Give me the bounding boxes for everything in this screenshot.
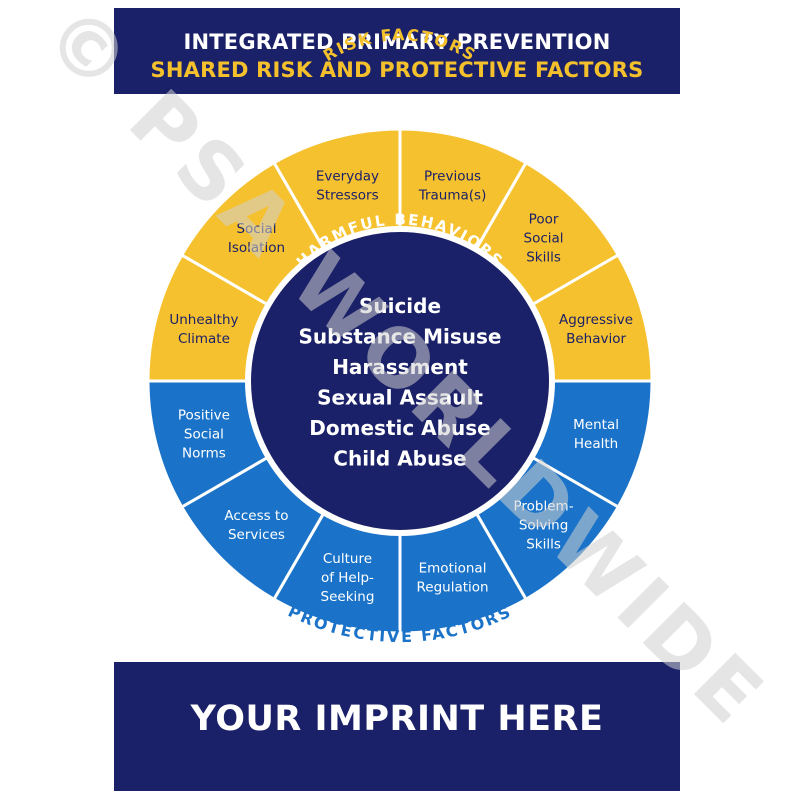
header-banner: INTEGRATED PRIMARY PREVENTION SHARED RIS… bbox=[114, 8, 680, 94]
risk-factor-label: Trauma(s) bbox=[418, 187, 487, 203]
behavior-item: Domestic Abuse bbox=[309, 416, 490, 440]
risk-factor-label: Aggressive bbox=[559, 312, 633, 328]
protective-factor-label: Seeking bbox=[321, 589, 375, 605]
protective-factor-label: Positive bbox=[178, 408, 230, 424]
protective-factor-label: Skills bbox=[526, 537, 561, 553]
protective-factor-label: Emotional bbox=[419, 561, 487, 577]
risk-factor-label: Stressors bbox=[316, 187, 378, 203]
header-subtitle: SHARED RISK AND PROTECTIVE FACTORS bbox=[150, 58, 644, 82]
protective-factor-label: Regulation bbox=[416, 580, 488, 596]
protective-factor-label: of Help- bbox=[321, 570, 374, 586]
risk-factor-label: Social bbox=[524, 230, 564, 246]
risk-factors-label: RISK FACTORS bbox=[320, 25, 478, 65]
risk-factor-label: Behavior bbox=[566, 331, 626, 347]
risk-factors-title: RISK FACTORS bbox=[320, 25, 480, 65]
risk-factor-label: Social bbox=[236, 221, 276, 237]
risk-factor-label: Previous bbox=[424, 168, 481, 184]
protective-factor-label: Social bbox=[184, 427, 224, 443]
protective-factor-label: Access to bbox=[224, 508, 288, 524]
behavior-item: Harassment bbox=[332, 355, 468, 379]
risk-factor-label: Climate bbox=[178, 331, 230, 347]
protective-factor-label: Health bbox=[574, 436, 618, 452]
protective-factor-label: Norms bbox=[182, 446, 226, 462]
protective-factor-label: Culture bbox=[323, 551, 372, 567]
risk-factor-label: Skills bbox=[526, 249, 561, 265]
behavior-item: Sexual Assault bbox=[317, 386, 483, 410]
protective-factor-label: Mental bbox=[573, 417, 619, 433]
protective-factor-label: Problem- bbox=[514, 499, 574, 515]
center-circle bbox=[245, 226, 555, 536]
protective-factor-label: Solving bbox=[519, 518, 568, 534]
imprint-text: YOUR IMPRINT HERE bbox=[190, 699, 604, 739]
risk-factor-label: Isolation bbox=[228, 240, 285, 256]
risk-factor-label: Everyday bbox=[316, 168, 379, 184]
header-title: INTEGRATED PRIMARY PREVENTION bbox=[183, 30, 611, 54]
protective-factor-label: Services bbox=[228, 527, 285, 543]
risk-factor-label: Poor bbox=[529, 211, 559, 227]
behavior-item: Substance Misuse bbox=[299, 325, 502, 349]
risk-factor-label: Unhealthy bbox=[169, 312, 238, 328]
behavior-item: Child Abuse bbox=[333, 447, 466, 471]
footer-banner: YOUR IMPRINT HERE bbox=[114, 662, 680, 791]
behavior-item: Suicide bbox=[359, 294, 441, 318]
